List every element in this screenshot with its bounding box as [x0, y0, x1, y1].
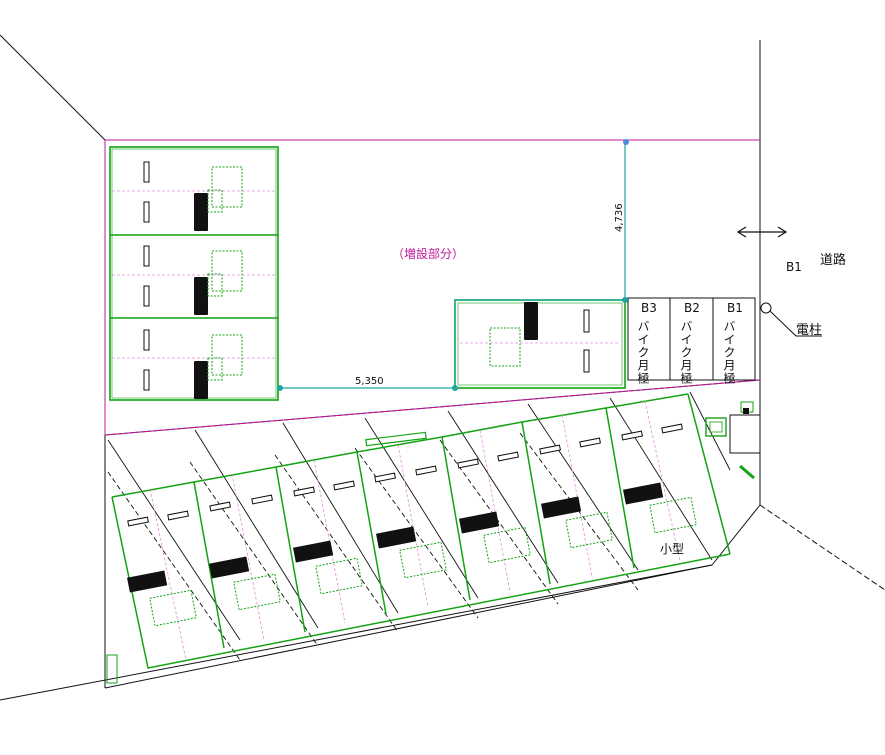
- utility-pole-label: 電柱: [796, 323, 822, 338]
- parked-cars-vertical: [194, 193, 538, 399]
- extension-area-label: （増設部分）: [392, 246, 464, 261]
- extension-boundary: [104, 139, 761, 436]
- dimension-vertical-label: 4,736: [614, 203, 625, 232]
- east-dashed-line: [759, 504, 885, 591]
- lower-guide-lines: [149, 400, 681, 661]
- wheel-stops-angled: [127, 423, 683, 527]
- bike-space-B2: B2 バイク月極: [679, 301, 700, 385]
- road-direction-arrow: [736, 226, 788, 238]
- south-road-edge-line: [0, 564, 713, 701]
- bike-space-text: バイク月極: [679, 320, 693, 385]
- lower-parking-bays: [111, 393, 731, 669]
- diagonal-bay-lines: [107, 391, 731, 641]
- center-parking-block: [454, 299, 626, 389]
- bike-space-B1: B1 バイク月極: [722, 301, 743, 385]
- bike-space-text: バイク月極: [722, 320, 736, 385]
- wheel-stops-vertical: [143, 161, 590, 391]
- equipment-box: [106, 401, 761, 684]
- south-parking-boundary-line: [104, 564, 713, 689]
- utility-pole-marker: [760, 302, 822, 337]
- bike-space-id: B3: [641, 301, 657, 315]
- small-car-label: 小型: [660, 542, 684, 556]
- door-outlines-angled: [149, 496, 697, 627]
- fence-bar: [365, 431, 427, 447]
- northwest-diagonal-line: [0, 34, 106, 141]
- parked-cars-angled: [127, 482, 664, 593]
- bike-space-id: B2: [684, 301, 700, 315]
- dimension-points: [277, 139, 629, 391]
- dimension-horizontal-label: 5,350: [355, 376, 384, 387]
- southeast-boundary-line: [711, 504, 761, 566]
- bay-b1-label: B1: [786, 260, 802, 274]
- bike-space-B3: B3 バイク月極: [636, 301, 657, 385]
- road-label: 道路: [820, 252, 846, 268]
- bike-space-table: [627, 297, 756, 381]
- dimension-lines: [280, 142, 626, 389]
- bike-space-id: B1: [727, 301, 743, 315]
- door-outlines: [207, 166, 521, 381]
- diagonal-dashed-lines: [107, 432, 639, 661]
- bike-space-text: バイク月極: [636, 320, 650, 385]
